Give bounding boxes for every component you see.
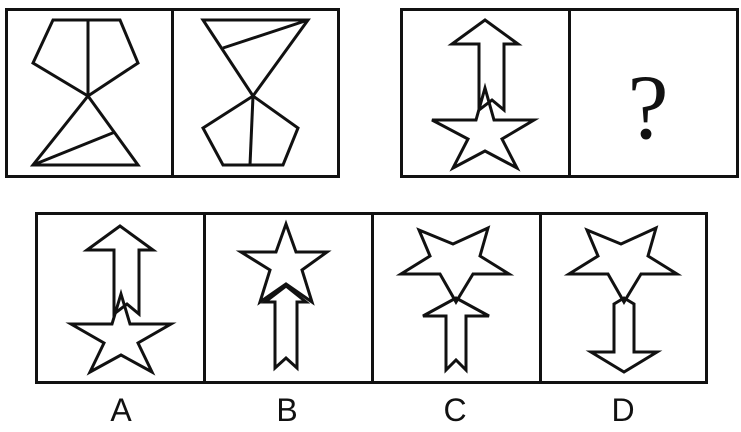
option-c-label[interactable]: C xyxy=(443,392,467,428)
triangle-above-pentagon-icon xyxy=(200,18,311,167)
pentagon-above-triangle-icon xyxy=(29,18,141,167)
option-a-figure[interactable] xyxy=(65,224,177,376)
question-mark: ? xyxy=(628,56,669,158)
given-sequence-panel xyxy=(5,8,340,178)
options-panel xyxy=(35,212,708,384)
option-a-label[interactable]: A xyxy=(110,392,132,428)
option-b-figure[interactable] xyxy=(235,219,332,372)
option-d-label[interactable]: D xyxy=(611,392,635,428)
target-pair-panel: ? xyxy=(400,8,739,178)
option-d-figure[interactable] xyxy=(563,225,683,374)
arrow-up-above-star-icon xyxy=(431,18,540,172)
option-b-label[interactable]: B xyxy=(276,392,298,428)
option-c-figure[interactable] xyxy=(395,225,515,374)
